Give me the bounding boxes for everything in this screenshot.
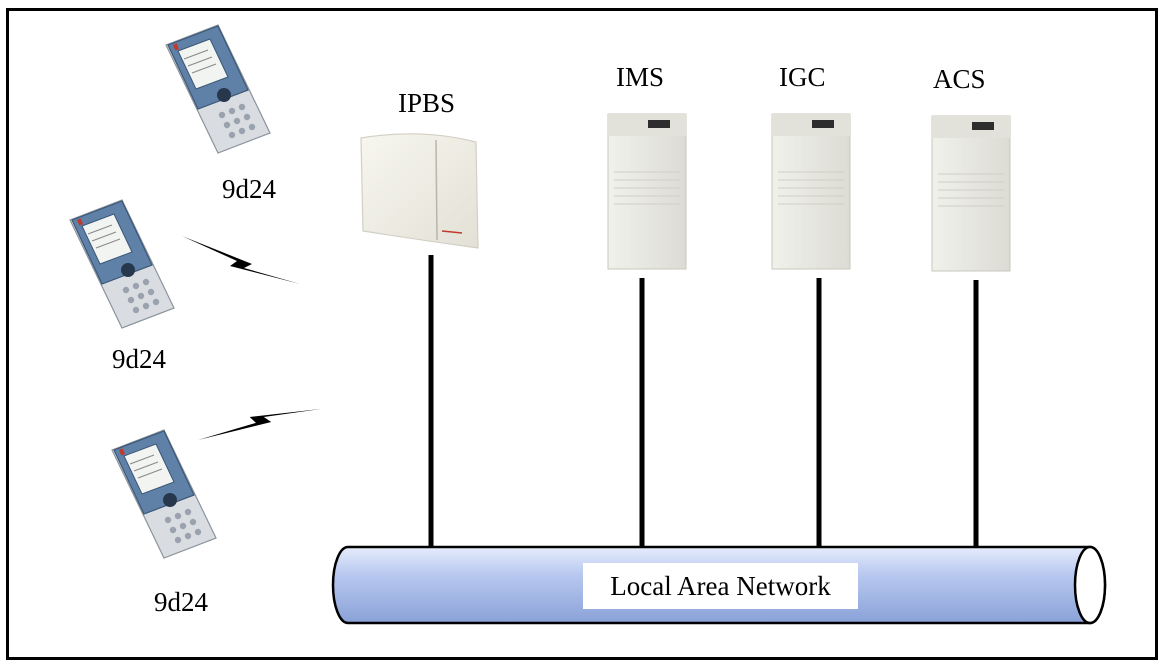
handset-1 (165, 24, 271, 154)
acs-server (931, 115, 1011, 272)
ims-server (607, 113, 687, 270)
ipbs-label: IPBS (398, 88, 456, 118)
handset-label: 9d24 (112, 344, 166, 374)
acs-label: ACS (933, 64, 986, 94)
igc-server (771, 113, 851, 270)
handset-2 (69, 199, 175, 329)
handset-3 (111, 429, 217, 559)
ims-label: IMS (616, 62, 665, 92)
ipbs-base-station (360, 133, 479, 249)
lan-label: Local Area Network (583, 563, 858, 609)
handset-label: 9d24 (222, 174, 276, 204)
diagram-frame (6, 8, 1158, 660)
igc-label: IGC (779, 62, 826, 92)
wireless-signal-icon (198, 392, 322, 457)
handset-label: 9d24 (154, 587, 208, 617)
wireless-signal-icon (182, 236, 300, 284)
